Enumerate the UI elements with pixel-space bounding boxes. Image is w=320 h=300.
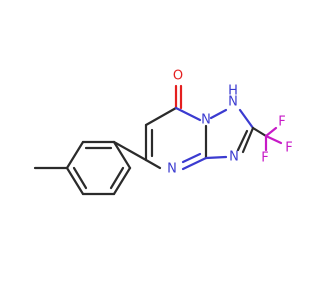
bond-n1-c2 [238, 108, 255, 130]
triazole-ring [204, 108, 255, 160]
bond-c2-n3 [241, 126, 255, 154]
pyrimidine-nitrogen-label: N [167, 162, 177, 177]
nh-nitrogen-label: N [228, 95, 238, 110]
bond-c5-n4 [144, 158, 162, 170]
pyrimidinone-ring [144, 84, 208, 171]
bond-n8-n1 [209, 108, 228, 120]
bond-n3-c3a [204, 155, 228, 160]
triazole-nitrogen-label: N [229, 150, 239, 165]
bond-ar2 [65, 140, 85, 170]
bond-cf3-f1 [264, 126, 278, 138]
fluorine-label-3: F [261, 151, 268, 166]
bond-ar3-inner [72, 166, 88, 190]
trifluoromethyl-group [251, 126, 283, 152]
atom-labels: O N N H N N F F F [167, 69, 293, 177]
bond-c5-aryl [112, 140, 148, 162]
bond-ar5-inner [109, 166, 125, 190]
bond-ar5 [112, 166, 132, 196]
structure-canvas: O N N H N N F F F [33, 69, 293, 196]
fluorine-label-2: F [285, 141, 292, 156]
bond-ar6 [112, 140, 132, 170]
fluorine-label-1: F [278, 115, 285, 130]
bond-ar3 [65, 166, 85, 196]
bond-c2-cf3 [251, 126, 268, 138]
oxygen-label: O [173, 69, 183, 84]
bond-c7-c6 [144, 106, 178, 127]
nh-hydrogen-label: H [228, 84, 238, 99]
molecule-diagram: O N N H N N F F F [33, 69, 293, 196]
bond-n4-c3a [181, 156, 208, 171]
bridgehead-nitrogen-label: N [201, 113, 211, 128]
bond-c2-n3-inner [236, 129, 249, 152]
bond-cf3-f2 [264, 134, 283, 145]
bond-n8-c7 [174, 106, 202, 122]
tolyl-ring [33, 140, 148, 196]
bond-n4-c3a-inner [181, 152, 202, 164]
